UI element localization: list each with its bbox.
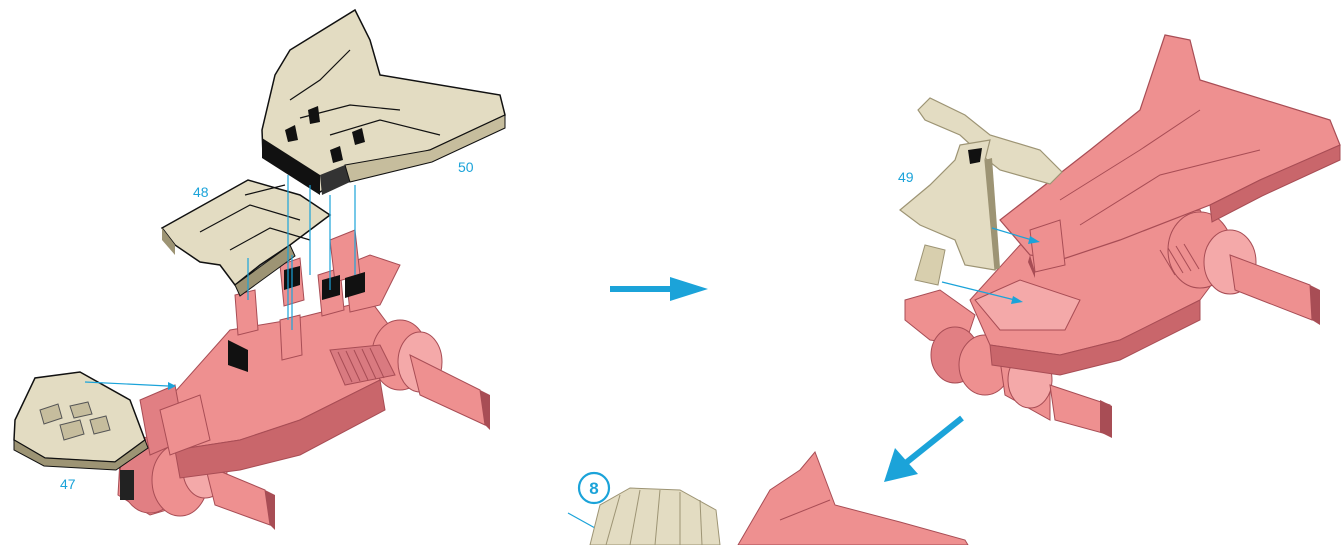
pink-body-left xyxy=(117,229,490,530)
step-number: 8 xyxy=(589,479,598,498)
step-number-badge xyxy=(577,471,611,505)
part-50-wing xyxy=(261,8,506,195)
part-48-bracket xyxy=(160,179,332,297)
label-part-50: 50 xyxy=(458,159,474,175)
label-part-49: 49 xyxy=(898,169,914,185)
right-guide-arrows xyxy=(941,227,1040,304)
left-exploded-assembly: 47 48 50 xyxy=(13,8,506,530)
step-arrow-right xyxy=(610,277,708,301)
label-part-48: 48 xyxy=(193,184,209,200)
next-step-preview: 8 xyxy=(567,451,969,545)
part-47-shield xyxy=(13,371,149,471)
step-arrow-down-left xyxy=(884,415,964,482)
left-guide-lines xyxy=(84,175,356,390)
right-assembled-vehicle: 49 xyxy=(898,34,1341,438)
part-49-piece xyxy=(899,97,1063,286)
label-part-47: 47 xyxy=(60,476,76,492)
